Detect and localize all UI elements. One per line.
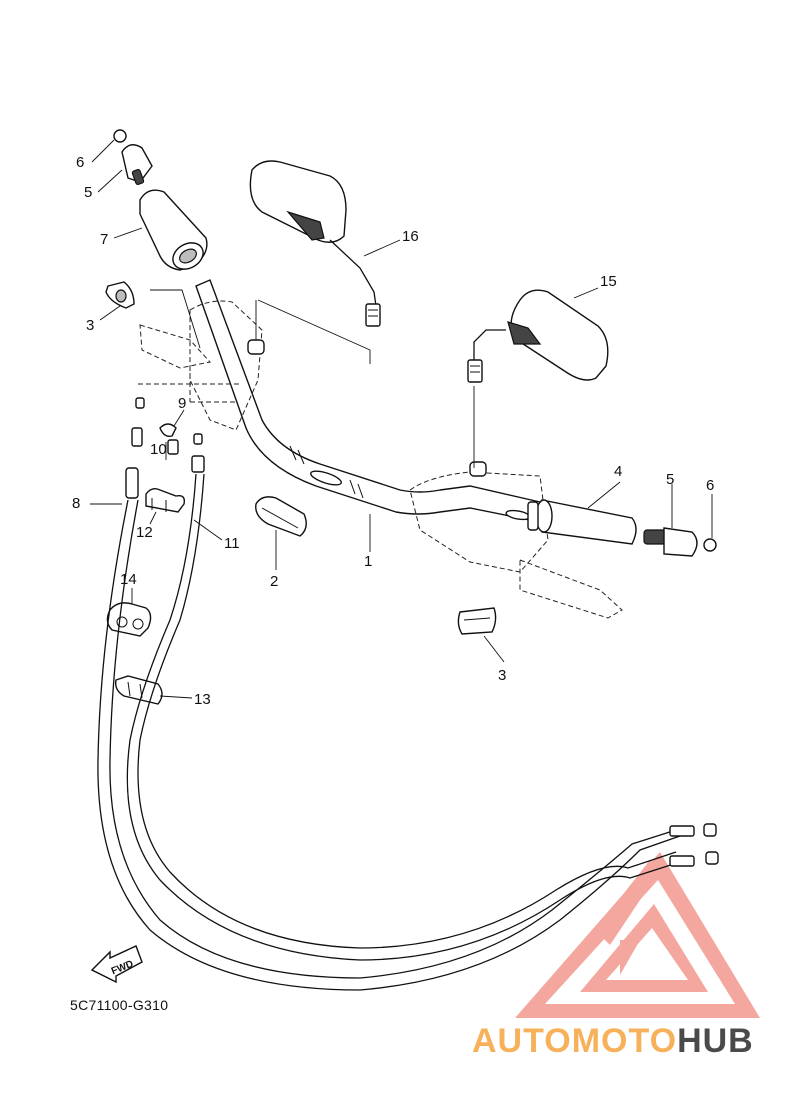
left-switch-ghost bbox=[189, 300, 263, 431]
callout-6-right: 6 bbox=[706, 477, 714, 494]
callout-5-left: 5 bbox=[84, 184, 92, 201]
callout-12: 12 bbox=[136, 524, 153, 541]
callout-16: 16 bbox=[402, 228, 419, 245]
right-mount-boss bbox=[469, 461, 487, 477]
left-clamp-parts bbox=[159, 423, 205, 473]
callout-labels: 6 5 7 3 9 10 8 12 11 14 13 2 1 3 4 5 6 1… bbox=[72, 154, 714, 708]
cable-end-fittings bbox=[669, 823, 719, 867]
callout-10: 10 bbox=[150, 441, 167, 458]
watermark-text: AUTOMOTOHUB bbox=[472, 1022, 754, 1060]
callout-1: 1 bbox=[364, 553, 372, 570]
callout-3-right: 3 bbox=[498, 667, 506, 684]
clamp-13 bbox=[114, 675, 163, 705]
cable-holder bbox=[255, 496, 307, 537]
fwd-arrow: FWD bbox=[90, 945, 143, 984]
right-grip bbox=[527, 499, 637, 545]
callout-2: 2 bbox=[270, 573, 278, 590]
left-cable-guide bbox=[105, 281, 135, 309]
callout-7: 7 bbox=[100, 231, 108, 248]
right-bar-end-screw bbox=[703, 538, 717, 552]
clamp-12 bbox=[145, 487, 186, 513]
callout-13: 13 bbox=[194, 691, 211, 708]
diagram-code: 5C71100-G310 bbox=[70, 997, 168, 1013]
throttle-cable-1 bbox=[97, 499, 681, 991]
callout-14: 14 bbox=[120, 571, 137, 588]
throttle-cable-end-1 bbox=[135, 397, 145, 409]
throttle-cable-adjuster bbox=[125, 467, 139, 499]
right-switch-ghost bbox=[409, 471, 549, 573]
throttle-cable-end-2 bbox=[131, 427, 143, 447]
callout-11: 11 bbox=[224, 535, 240, 552]
callout-6-left: 6 bbox=[76, 154, 84, 171]
right-cable-guide bbox=[457, 607, 497, 635]
leader-lines bbox=[90, 139, 713, 699]
throttle-cable-2 bbox=[126, 473, 681, 961]
callout-8: 8 bbox=[72, 495, 80, 512]
right-mirror bbox=[467, 289, 609, 383]
left-mirror bbox=[249, 160, 381, 327]
right-bar-end-weight bbox=[643, 527, 698, 557]
watermark-logo bbox=[515, 852, 760, 1018]
left-bar-end-weight bbox=[121, 144, 153, 185]
clamp-14 bbox=[106, 602, 152, 637]
callout-5-right: 5 bbox=[666, 471, 674, 488]
left-grip bbox=[139, 189, 208, 271]
callout-3-left: 3 bbox=[86, 317, 94, 334]
left-mount-boss bbox=[247, 339, 265, 355]
callout-4: 4 bbox=[614, 463, 622, 480]
left-bar-end-screw bbox=[113, 129, 127, 143]
callout-9: 9 bbox=[178, 395, 186, 412]
throttle-cable-1b bbox=[109, 499, 677, 979]
callout-15: 15 bbox=[600, 273, 617, 290]
